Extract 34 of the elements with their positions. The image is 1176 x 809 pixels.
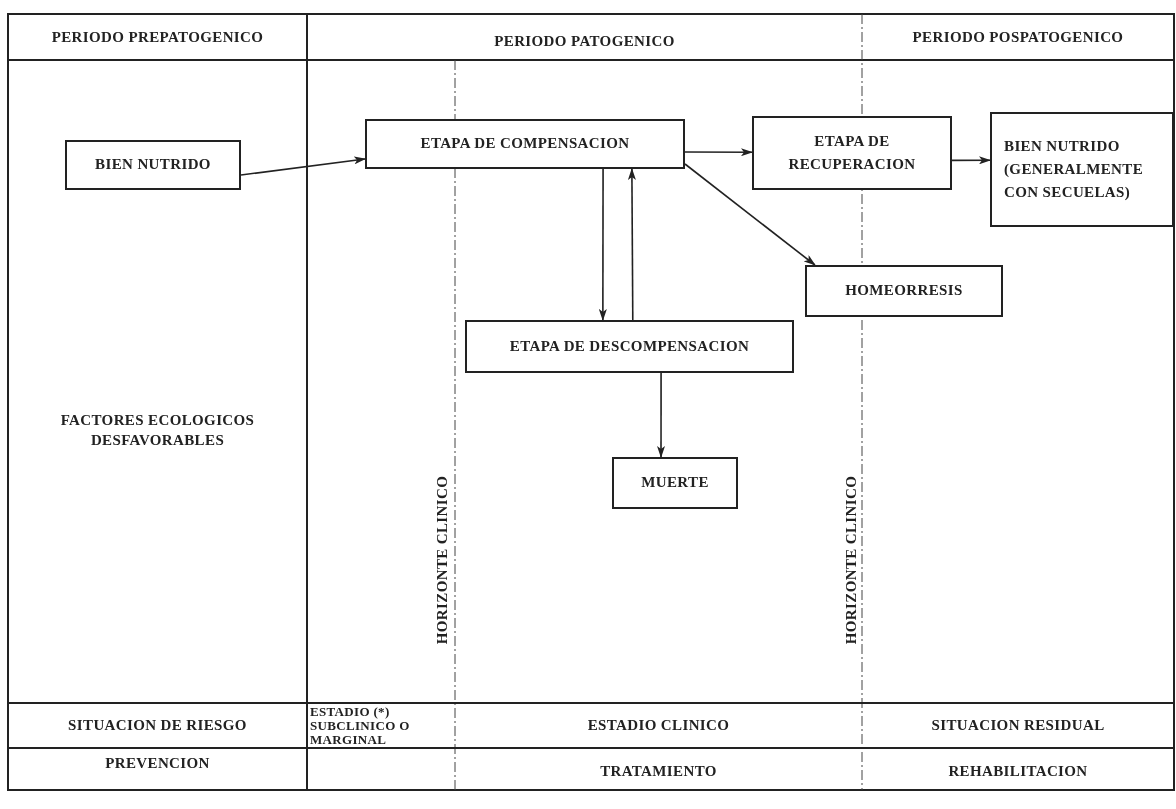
stage-box — [990, 112, 1174, 227]
table-text: ESTADIO CLINICO — [587, 716, 730, 736]
arrow — [657, 372, 665, 458]
stage-label: BIEN NUTRIDO (GENERALMENTE CON SECUELAS) — [1004, 136, 1145, 203]
table-text: SITUACION RESIDUAL — [931, 716, 1105, 736]
stage-box — [465, 320, 794, 373]
table-text: PREVENCION — [105, 753, 210, 773]
column-header: PERIODO PREPATOGENICO — [51, 27, 264, 47]
column-header: PERIODO PATOGENICO — [494, 31, 675, 51]
table-text: ESTADIO (*) SUBCLINICO O MARGINAL — [310, 704, 411, 747]
table-text: FACTORES ECOLOGICOS DESFAVORABLES — [59, 410, 256, 450]
stage-box — [805, 265, 1003, 317]
arrow — [684, 148, 753, 157]
stage-box — [365, 119, 685, 169]
table-text: TRATAMIENTO — [600, 761, 717, 781]
stage-label: ETAPA DE DESCOMPENSACION — [509, 336, 750, 356]
arrow — [598, 168, 607, 321]
stage-label: ETAPA DE COMPENSACION — [420, 134, 630, 154]
arrow — [684, 163, 816, 266]
stage-box — [752, 116, 952, 190]
stage-label: HOMEORRESIS — [845, 281, 963, 301]
arrow — [240, 156, 366, 176]
vertical-label: HORIZONTE CLINICO — [841, 475, 860, 645]
stage-label: BIEN NUTRIDO — [95, 155, 211, 175]
stage-box — [65, 140, 241, 190]
vertical-label: HORIZONTE CLINICO — [432, 475, 451, 645]
stage-label: MUERTE — [641, 473, 709, 493]
arrow — [627, 168, 636, 321]
arrow — [951, 156, 991, 165]
table-text: SITUACION DE RIESGO — [68, 716, 247, 736]
table-text: REHABILITACION — [948, 761, 1088, 781]
column-header: PERIODO POSPATOGENICO — [912, 27, 1124, 47]
stage-label: ETAPA DE RECUPERACION — [787, 131, 917, 174]
stage-box — [612, 457, 738, 509]
